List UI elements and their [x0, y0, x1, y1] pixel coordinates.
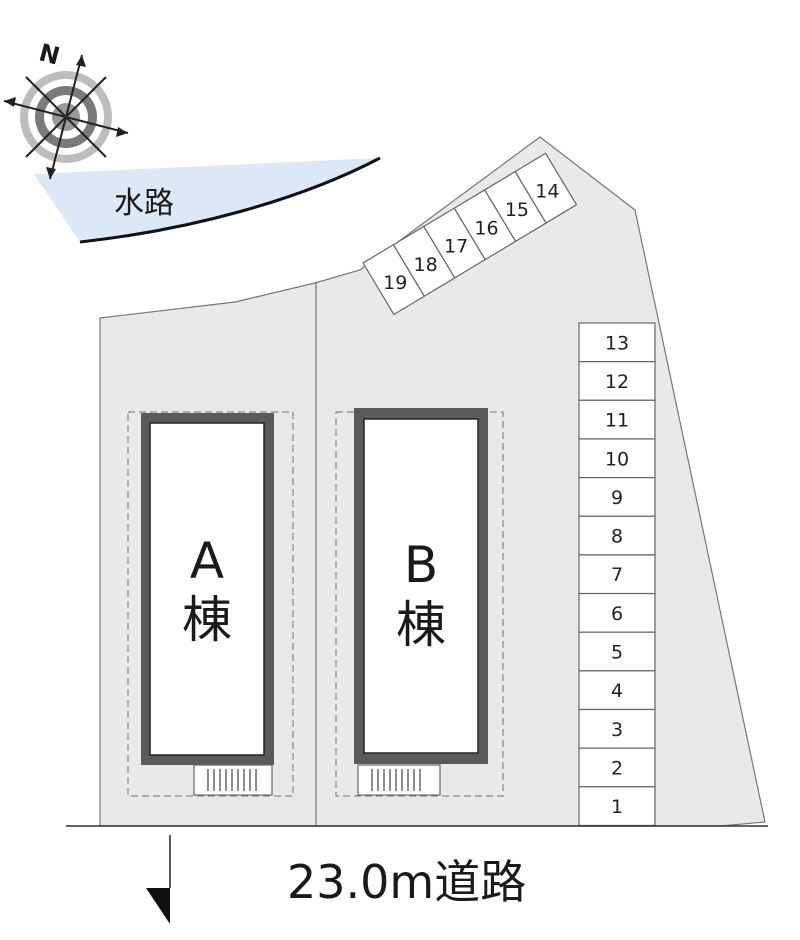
waterway-bank — [79, 156, 381, 244]
building-b-entrance-stripes — [371, 769, 421, 791]
building-a-entrance-stripes — [207, 769, 257, 791]
parking-space-12: 12 — [578, 361, 656, 401]
parking-space-8: 8 — [578, 515, 656, 556]
parking-space-label: 12 — [605, 371, 629, 393]
entrance-arrow-icon — [146, 888, 170, 924]
parking-space-label: 8 — [611, 526, 623, 548]
building-b-entrance — [357, 764, 441, 796]
building-b: B 棟 — [335, 408, 504, 797]
compass-icon — [3, 54, 129, 180]
parking-space-label: 3 — [611, 719, 623, 741]
parking-space-label: 19 — [383, 272, 407, 294]
building-a: A 棟 — [127, 411, 294, 797]
building-a-kanji: 棟 — [182, 591, 232, 649]
parking-right-column: 13 12 11 10 9 8 7 6 5 4 3 2 1 — [578, 322, 656, 827]
parking-space-label: 4 — [611, 680, 623, 702]
parking-space-4: 4 — [578, 670, 656, 711]
building-b-kanji: 棟 — [396, 596, 446, 654]
parking-space-label: 10 — [605, 448, 629, 470]
parking-space-5: 5 — [578, 631, 656, 672]
parking-space-label: 18 — [414, 254, 438, 276]
parking-space-label: 2 — [611, 757, 623, 779]
parking-space-14: 14 — [514, 152, 578, 224]
parking-space-13: 13 — [578, 322, 656, 363]
parking-space-label: 16 — [474, 217, 498, 239]
parking-space-2: 2 — [578, 747, 656, 788]
parking-space-label: 1 — [611, 796, 623, 818]
parking-space-label: 14 — [535, 181, 559, 203]
parking-space-label: 5 — [611, 642, 623, 664]
parking-space-label: 6 — [611, 603, 623, 625]
parking-space-label: 7 — [611, 564, 623, 586]
parking-top-row: 19 18 17 16 15 14 — [362, 152, 578, 316]
parking-space-label: 15 — [505, 199, 529, 221]
building-a-letter: A — [190, 532, 224, 590]
parking-space-label: 17 — [444, 236, 468, 258]
parking-space-1: 1 — [578, 786, 656, 827]
parking-space-19: 19 — [362, 243, 426, 316]
parking-space-11: 11 — [578, 399, 656, 440]
parking-space-7: 7 — [578, 554, 656, 595]
parking-space-10: 10 — [578, 438, 656, 479]
compass-north-label: N — [36, 38, 63, 70]
parking-space-label: 9 — [611, 487, 623, 509]
parking-space-label: 13 — [605, 332, 629, 354]
road-label: 23.0m道路 — [287, 855, 526, 909]
parking-space-9: 9 — [578, 477, 656, 517]
waterway — [34, 158, 378, 242]
waterway-label: 水路 — [114, 186, 174, 221]
parking-space-3: 3 — [578, 708, 656, 749]
building-a-entrance — [193, 764, 273, 796]
parking-space-6: 6 — [578, 592, 656, 633]
parking-space-label: 11 — [605, 410, 629, 432]
building-b-letter: B — [404, 536, 438, 594]
